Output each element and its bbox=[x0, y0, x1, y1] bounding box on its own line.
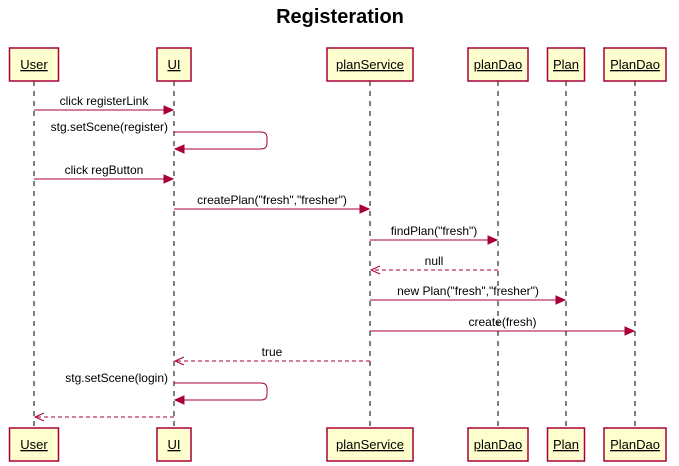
arrowhead bbox=[173, 356, 185, 366]
message-label: click regButton bbox=[65, 163, 144, 177]
participant-box bbox=[546, 47, 586, 82]
participant-ui-bottom: UI bbox=[156, 427, 192, 462]
message-4: createPlan("fresh","fresher") bbox=[174, 193, 371, 214]
participant-box bbox=[603, 47, 667, 82]
message-1: click registerLink bbox=[34, 94, 175, 115]
message-9: true bbox=[173, 345, 370, 366]
message-8: create(fresh) bbox=[370, 315, 636, 336]
message-label: createPlan("fresh","fresher") bbox=[197, 193, 347, 207]
arrowhead bbox=[624, 326, 636, 336]
participant-label: planService bbox=[336, 57, 404, 72]
participant-box bbox=[326, 47, 414, 82]
message-11 bbox=[33, 412, 174, 422]
participant-box bbox=[603, 427, 667, 462]
arrowhead bbox=[163, 174, 175, 184]
participant-label: UI bbox=[168, 57, 181, 72]
message-3: click regButton bbox=[34, 163, 175, 184]
participant-PlanDao-bottom: PlanDao bbox=[603, 427, 667, 462]
participant-user-bottom: User bbox=[8, 427, 60, 462]
participant-label: Plan bbox=[553, 57, 579, 72]
messages: click registerLink stg.setScene(register)… bbox=[33, 94, 636, 422]
message-6: null bbox=[369, 254, 498, 275]
participant-box bbox=[467, 427, 529, 462]
message-5: findPlan("fresh") bbox=[370, 224, 499, 245]
arrowhead bbox=[173, 144, 185, 154]
message-line bbox=[174, 382, 268, 401]
participant-ui-top: UI bbox=[156, 47, 192, 82]
participants-bottom: User UI planService planDao Plan PlanDao bbox=[8, 427, 667, 462]
participant-planService-bottom: planService bbox=[326, 427, 414, 462]
arrowhead bbox=[173, 395, 185, 405]
participant-label: planDao bbox=[474, 57, 522, 72]
participant-label: User bbox=[20, 57, 48, 72]
arrowhead bbox=[33, 412, 45, 422]
participant-box bbox=[8, 47, 60, 82]
participant-planDao-bottom: planDao bbox=[467, 427, 529, 462]
participant-planDao-top: planDao bbox=[467, 47, 529, 82]
message-7: new Plan("fresh","fresher") bbox=[370, 284, 567, 305]
participant-label: planService bbox=[336, 437, 404, 452]
message-label: create(fresh) bbox=[468, 315, 536, 329]
participant-label: Plan bbox=[553, 437, 579, 452]
message-label: click registerLink bbox=[60, 94, 150, 108]
participant-label: PlanDao bbox=[610, 437, 660, 452]
message-line bbox=[174, 131, 268, 150]
arrowhead bbox=[487, 235, 499, 245]
message-label: true bbox=[262, 345, 283, 359]
participant-box bbox=[156, 427, 192, 462]
participant-label: UI bbox=[168, 437, 181, 452]
message-label: null bbox=[425, 254, 444, 268]
message-label: stg.setScene(register) bbox=[51, 120, 168, 134]
participant-PlanDao-top: PlanDao bbox=[603, 47, 667, 82]
message-2: stg.setScene(register) bbox=[51, 120, 268, 154]
participant-label: planDao bbox=[474, 437, 522, 452]
diagram-title: Registeration bbox=[276, 6, 404, 28]
arrowhead bbox=[369, 265, 381, 275]
arrowhead bbox=[555, 295, 567, 305]
lifelines bbox=[33, 81, 636, 428]
participant-plan-bottom: Plan bbox=[546, 427, 586, 462]
participant-box bbox=[546, 427, 586, 462]
arrowhead bbox=[359, 204, 371, 214]
message-label: findPlan("fresh") bbox=[391, 224, 478, 238]
participant-user-top: User bbox=[8, 47, 60, 82]
message-label: new Plan("fresh","fresher") bbox=[397, 284, 539, 298]
participant-planService-top: planService bbox=[326, 47, 414, 82]
message-10: stg.setScene(login) bbox=[65, 371, 268, 405]
participant-label: User bbox=[20, 437, 48, 452]
participants-top: User UI planService planDao Plan PlanDao bbox=[8, 47, 667, 82]
participant-box bbox=[326, 427, 414, 462]
participant-box bbox=[8, 427, 60, 462]
participant-plan-top: Plan bbox=[546, 47, 586, 82]
participant-label: PlanDao bbox=[610, 57, 660, 72]
arrowhead bbox=[163, 105, 175, 115]
message-label: stg.setScene(login) bbox=[65, 371, 168, 385]
participant-box bbox=[467, 47, 529, 82]
participant-box bbox=[156, 47, 192, 82]
